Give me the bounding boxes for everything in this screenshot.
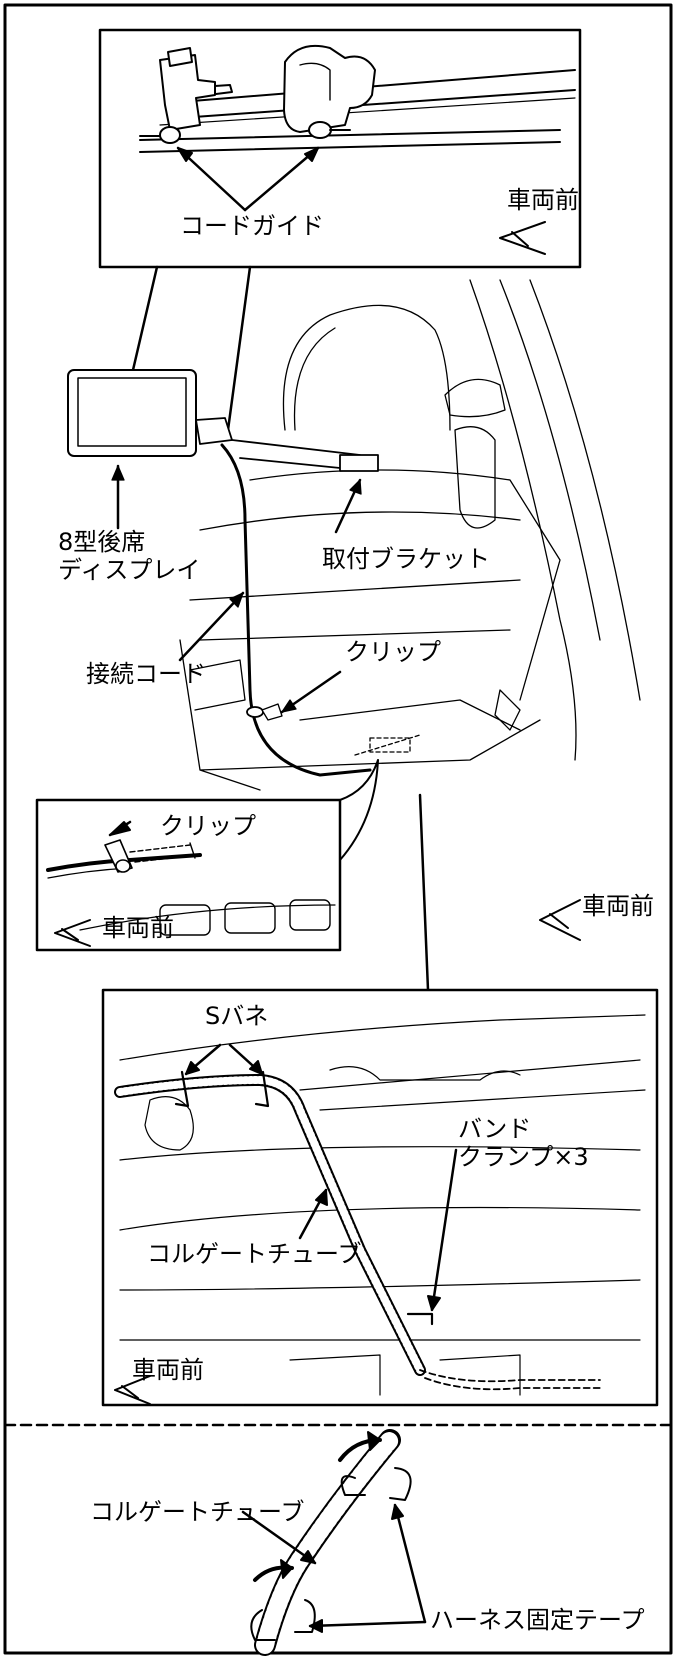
vehicle-front-label: 車両前 — [507, 186, 579, 214]
harness-inset — [101, 793, 659, 1407]
vehicle-front-icon — [539, 899, 581, 941]
display-label-line2: ディスプレイ — [58, 556, 201, 584]
band-clamp-label-line1: バンド — [458, 1115, 532, 1143]
mounting-bracket — [339, 454, 379, 472]
band-clamp-label-line2: クランプ×3 — [458, 1143, 589, 1171]
cord-label: 接続コード — [86, 660, 206, 688]
bracket-label: 取付ブラケット — [322, 545, 490, 573]
clip-label: クリップ — [345, 638, 441, 666]
vehicle-front-icon — [114, 1375, 151, 1405]
harness-vehicle-front-label: 車両前 — [132, 1356, 204, 1384]
vehicle-front-icon — [499, 221, 546, 255]
display-label-line1: 8型後席 — [58, 528, 146, 556]
corrugated-tube-label: コルゲートチューブ — [147, 1240, 362, 1268]
vehicle-front-label: 車両前 — [582, 892, 654, 920]
clip-inset — [35, 759, 379, 952]
s-spring-label: Sバネ — [205, 1002, 269, 1030]
bottom-section — [241, 1429, 427, 1656]
clip-inset-clip-label: クリップ — [160, 812, 256, 840]
harness-tape-label: ハーネス固定テープ — [430, 1606, 645, 1634]
main-scene — [67, 279, 641, 941]
vehicle-front-icon — [54, 919, 91, 947]
cord-guide-label: コードガイド — [180, 212, 324, 240]
clip-inset-vehicle-front-label: 車両前 — [102, 914, 174, 942]
outer-frame — [3, 3, 673, 1655]
cord-guide-arrow-right — [243, 146, 320, 212]
top-inset — [98, 28, 582, 432]
rear-seat-display — [67, 369, 197, 457]
bottom-corrugated-tube-label: コルゲートチューブ — [90, 1498, 305, 1526]
connection-cord — [220, 443, 372, 777]
